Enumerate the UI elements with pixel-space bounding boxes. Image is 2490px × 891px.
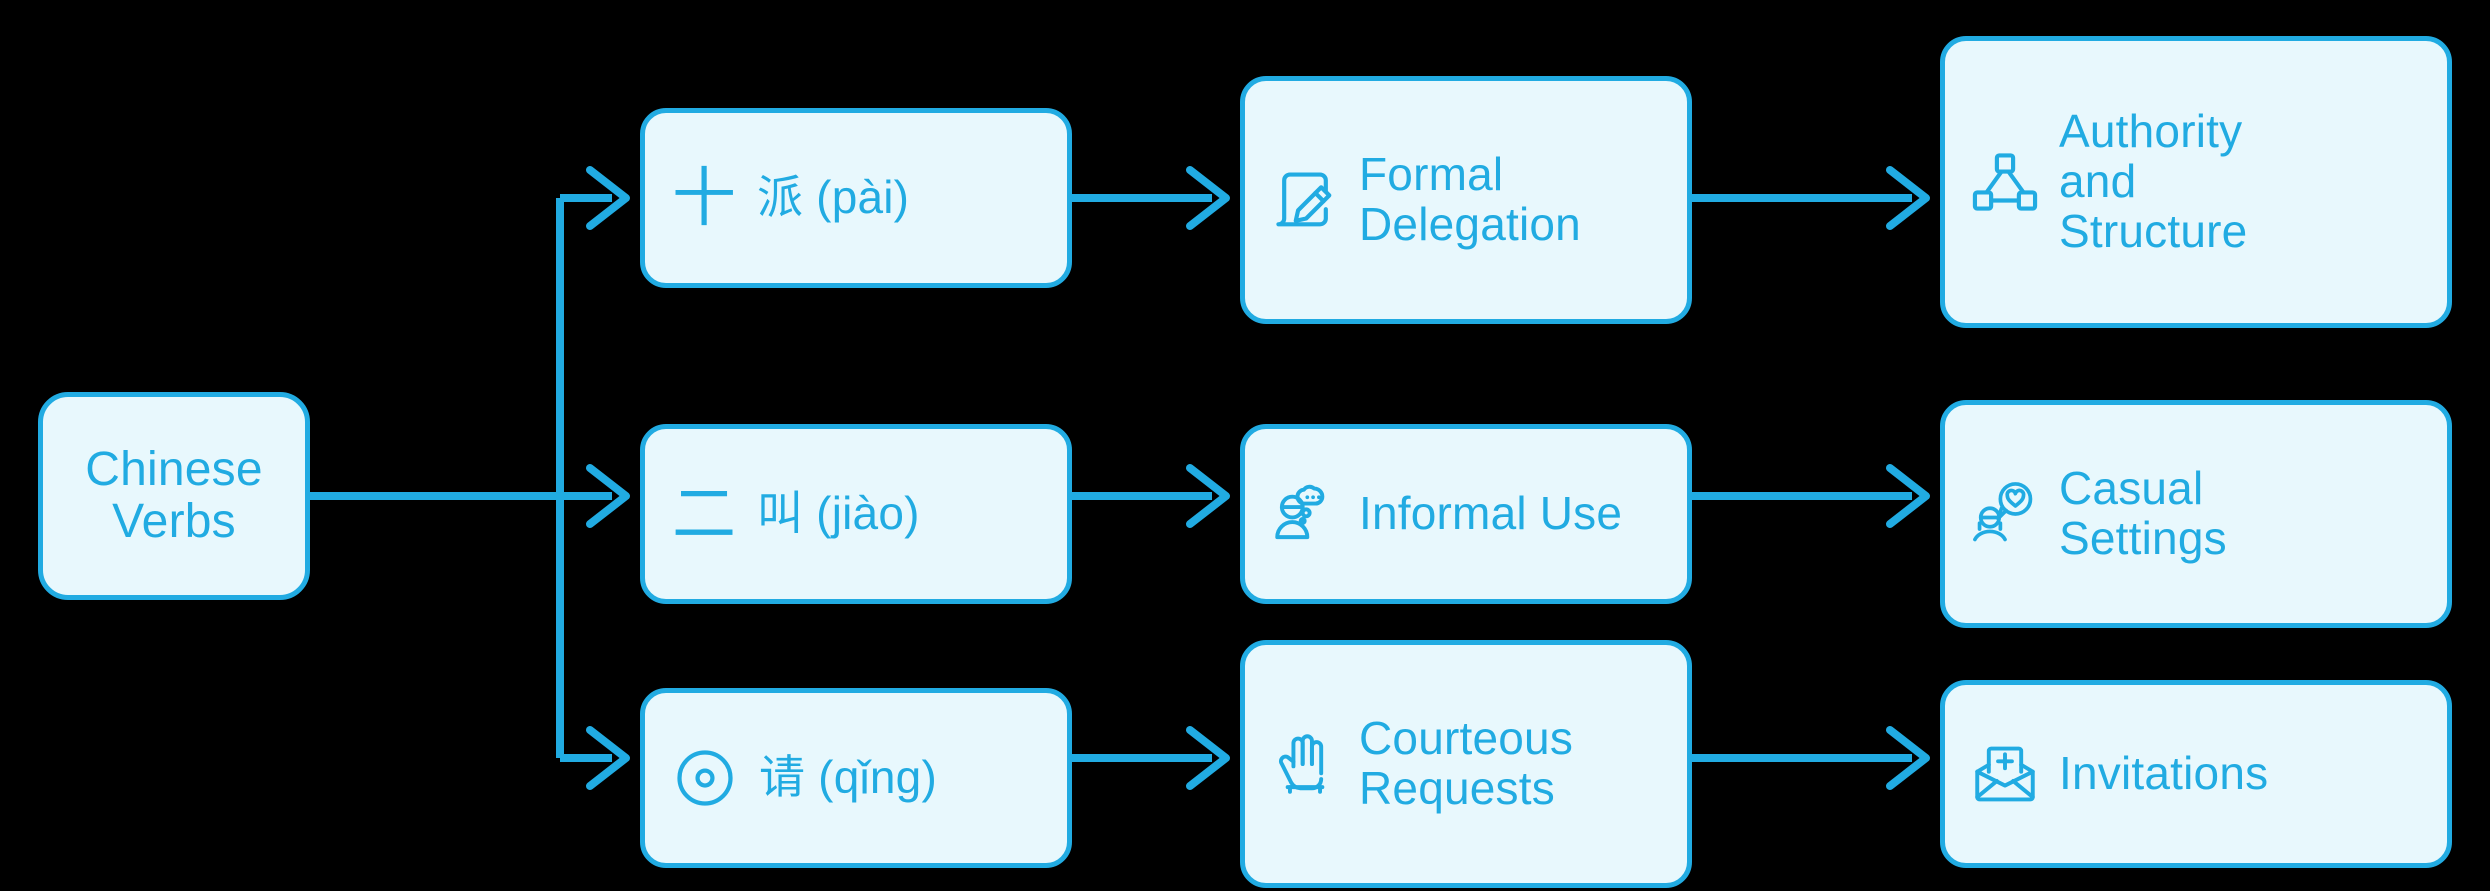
node-informal-use[interactable]: Informal Use — [1240, 424, 1692, 604]
raised-hand-icon — [1267, 726, 1343, 802]
node-verb-qing-label: 请 (qǐng) — [759, 751, 937, 804]
org-hierarchy-icon — [1967, 144, 2043, 220]
node-verb-pai-label: 派 (pài) — [757, 171, 910, 224]
document-pencil-icon — [1267, 162, 1343, 238]
arrowhead-casual — [1886, 464, 1930, 528]
arrowhead-invite — [1886, 726, 1930, 790]
node-informal-use-label: Informal Use — [1359, 487, 1623, 540]
node-casual-settings[interactable]: Casual Settings — [1940, 400, 2452, 628]
envelope-plus-icon — [1967, 736, 2043, 812]
plus-icon: 十 — [672, 162, 736, 234]
node-verb-jiao-label: 叫 (jiào) — [757, 487, 920, 540]
node-courteous-requests[interactable]: Courteous Requests — [1240, 640, 1692, 888]
node-courteous-requests-label: Courteous Requests — [1359, 712, 1574, 814]
arrowhead-courteous — [1186, 726, 1230, 790]
node-invitations[interactable]: Invitations — [1940, 680, 2452, 868]
arrowhead-pai — [586, 166, 630, 230]
node-authority-and-structure-label: Authority and Structure — [2059, 105, 2248, 257]
person-thought-icon — [1267, 476, 1343, 552]
node-invitations-label: Invitations — [2059, 747, 2269, 800]
node-verb-jiao[interactable]: 二 叫 (jiào) — [640, 424, 1072, 604]
node-root-label: Chinese Verbs — [85, 443, 263, 548]
node-verb-qing[interactable]: 请 (qǐng) — [640, 688, 1072, 868]
person-heart-chat-icon — [1967, 476, 2043, 552]
node-casual-settings-label: Casual Settings — [2059, 462, 2227, 564]
node-formal-delegation[interactable]: Formal Delegation — [1240, 76, 1692, 324]
arrowhead-informal — [1186, 464, 1230, 528]
equals-icon: 二 — [672, 478, 736, 550]
node-chinese-verbs[interactable]: Chinese Verbs — [38, 392, 310, 600]
arrowhead-formal — [1186, 166, 1230, 230]
node-authority-and-structure[interactable]: Authority and Structure — [1940, 36, 2452, 328]
node-formal-delegation-label: Formal Delegation — [1359, 148, 1581, 250]
arrowhead-authority — [1886, 166, 1930, 230]
node-verb-pai[interactable]: 十 派 (pài) — [640, 108, 1072, 288]
target-dot-icon — [667, 740, 743, 816]
arrowhead-jiao — [586, 464, 630, 528]
arrowhead-qing — [586, 726, 630, 790]
